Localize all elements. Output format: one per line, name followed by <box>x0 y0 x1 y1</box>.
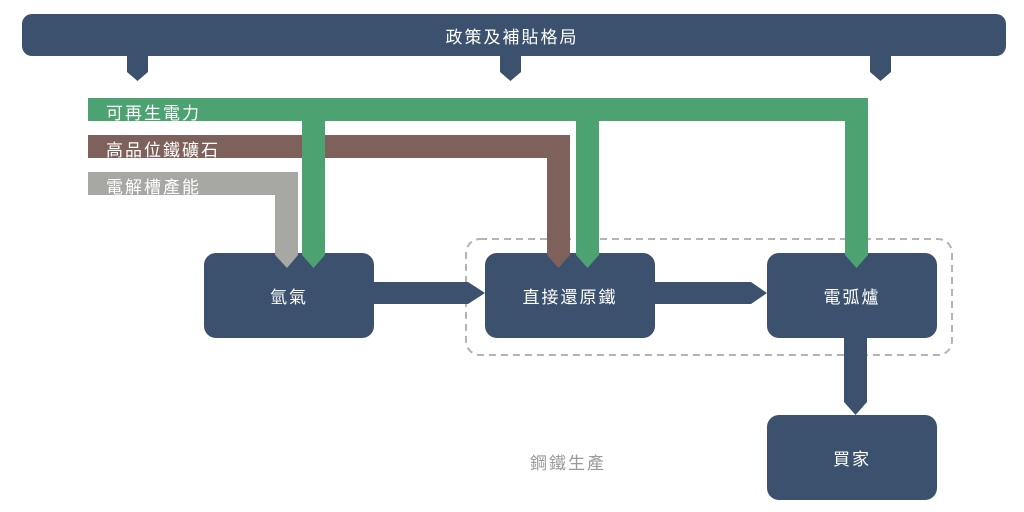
node-label-hydrogen: 氫氣 <box>270 288 308 308</box>
node-label-dri: 直接還原鐵 <box>522 288 618 308</box>
renewable-branch-dri <box>576 121 599 268</box>
arrow-hydrogen-to-dri <box>373 282 485 304</box>
policy-arrow-center <box>500 55 521 81</box>
policy-bar-label: 政策及補貼格局 <box>445 28 579 48</box>
arrow-eaf-to-buyers <box>844 337 867 415</box>
input-label-renewable: 可再生電力 <box>106 104 201 124</box>
policy-arrow-right <box>870 55 891 81</box>
electrolyser-flow <box>88 172 298 268</box>
policy-bar <box>22 14 1006 56</box>
steel-production-group <box>465 238 953 356</box>
arrow-dri-to-eaf <box>654 282 767 304</box>
renewable-flow-main <box>88 98 868 121</box>
node-eaf <box>767 253 937 338</box>
policy-arrow-left <box>127 55 148 81</box>
node-hydrogen <box>204 253 374 338</box>
renewable-arrow-tip-eaf <box>845 253 868 268</box>
ore-arrow-tip <box>547 253 570 268</box>
renewable-branch-hydrogen <box>302 121 325 268</box>
renewable-branch-eaf <box>845 121 868 268</box>
renewable-arrow-tip-hydrogen <box>302 253 325 268</box>
node-label-eaf: 電弧爐 <box>823 288 881 308</box>
renewable-arrow-tip-dri <box>576 253 599 268</box>
input-label-electrolyser: 電解槽產能 <box>106 178 201 198</box>
node-buyers <box>767 415 937 500</box>
group-caption: 鋼鐵生產 <box>530 454 606 474</box>
electrolyser-arrow-tip <box>275 253 298 268</box>
node-label-buyers: 買家 <box>833 450 871 470</box>
node-dri <box>485 253 655 338</box>
input-label-ore: 高品位鐵礦石 <box>106 141 220 161</box>
ore-flow <box>88 135 570 268</box>
